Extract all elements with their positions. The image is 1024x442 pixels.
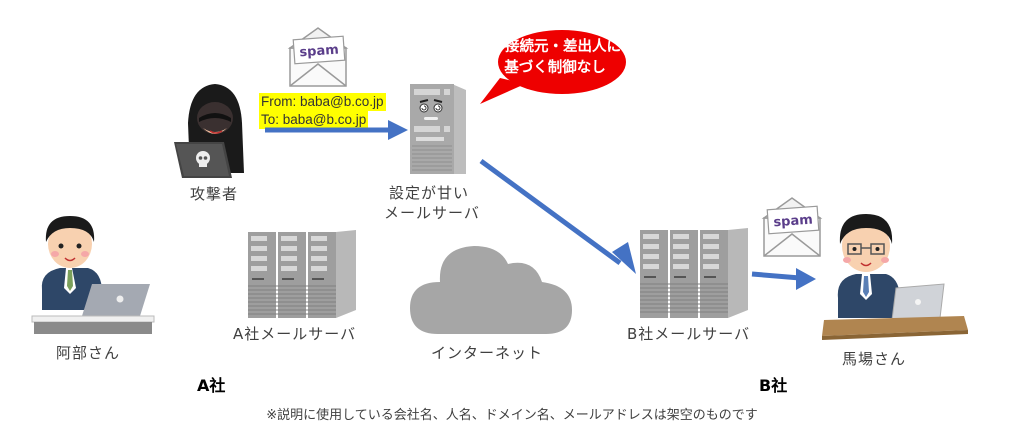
- office-worker-glasses-icon: [822, 214, 968, 340]
- server-rack-icon: [248, 230, 356, 318]
- company-a-label: A社: [197, 376, 226, 395]
- speech-bubble: [480, 30, 626, 104]
- from-header: From: baba@b.co.jp: [259, 93, 386, 111]
- cloud-icon: [410, 246, 572, 334]
- internet-label: インターネット: [431, 344, 544, 362]
- spam-text: spam: [773, 213, 813, 231]
- speech-bubble-line1: 接続元・差出人に: [505, 39, 621, 55]
- user-b-label: 馬場さん: [842, 350, 907, 368]
- to-header: To: baba@b.co.jp: [259, 111, 369, 129]
- spam-text: spam: [299, 43, 339, 61]
- spam-envelope-icon: spam: [287, 27, 349, 87]
- weak-server-label-line1: 設定が甘い: [389, 184, 470, 202]
- user-a-label: 阿部さん: [56, 344, 121, 362]
- server-rack-icon: [640, 228, 748, 318]
- office-worker-icon: [31, 216, 155, 334]
- hooded-hacker-icon: [174, 84, 244, 178]
- company-b-label: B社: [759, 376, 788, 395]
- spam-envelope-icon: spam: [761, 197, 823, 257]
- weak-server-label-line2: メールサーバ: [384, 204, 480, 222]
- dizzy-server-icon: [410, 84, 466, 174]
- attacker-label: 攻撃者: [190, 185, 239, 203]
- speech-bubble-line2: 基づく制御なし: [504, 60, 606, 76]
- server-a-label: A社メールサーバ: [233, 325, 357, 343]
- server-b-label: B社メールサーバ: [627, 325, 751, 343]
- footnote: ※説明に使用している会社名、人名、ドメイン名、メールアドレスは架空のものです: [266, 408, 758, 423]
